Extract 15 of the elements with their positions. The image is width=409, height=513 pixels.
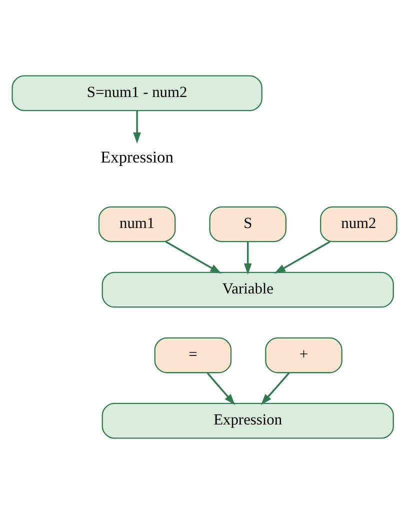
node-text: Expression [100, 147, 174, 166]
arrow [244, 241, 252, 274]
node-box: S [209, 206, 286, 242]
node-box: num1 [98, 206, 176, 242]
node-box: + [265, 336, 342, 373]
arrow [133, 110, 141, 144]
node-box: num2 [320, 206, 398, 242]
arrow [165, 240, 222, 274]
node-box: = [154, 336, 232, 373]
arrow [206, 372, 236, 405]
node-box: Variable [102, 271, 394, 308]
node-box: Expression [102, 402, 394, 438]
arrow [260, 372, 290, 404]
node-box: S=num1 - num2 [12, 74, 262, 111]
arrow [274, 240, 330, 274]
